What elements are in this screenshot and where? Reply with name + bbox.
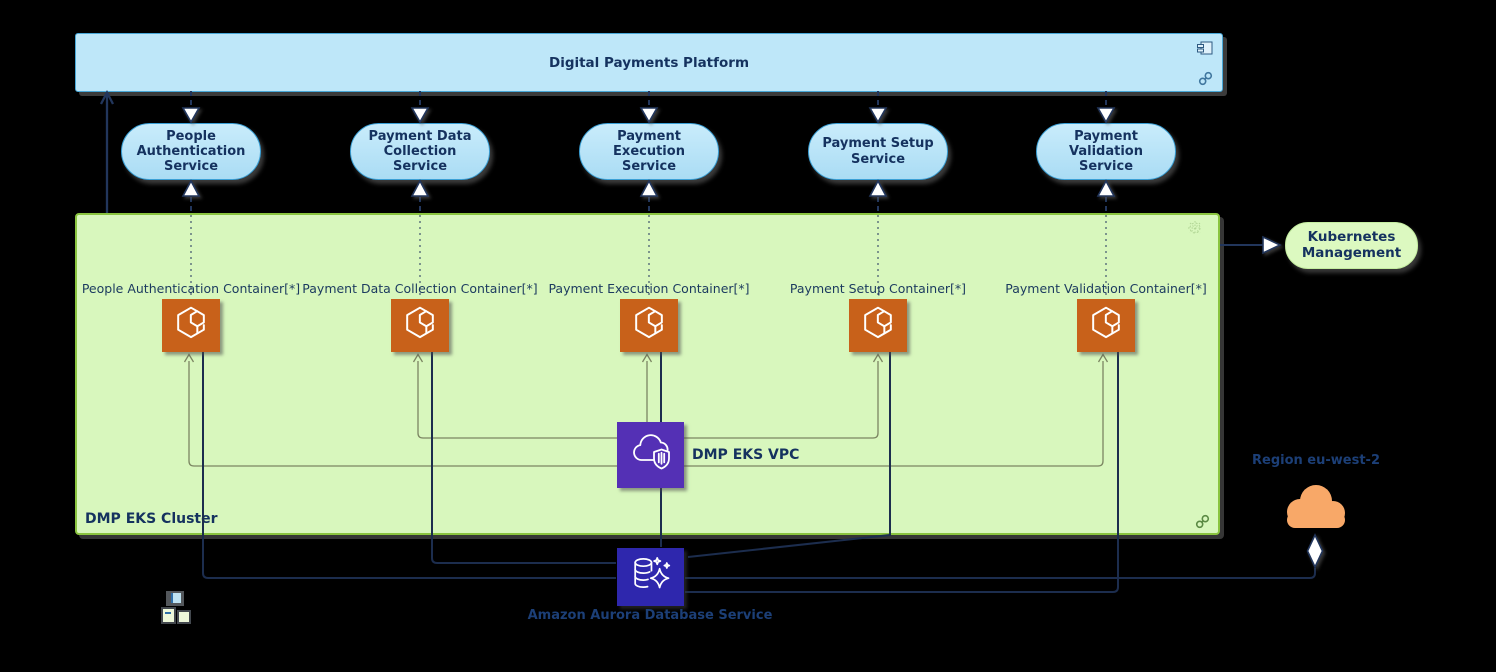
eks-hexagon-icon: [630, 305, 668, 347]
component-icon: [1196, 40, 1214, 56]
container-label: Payment Execution Container[*]: [548, 281, 750, 296]
region-label: Region eu-west-2: [1252, 453, 1380, 468]
aurora-label: Amazon Aurora Database Service: [527, 608, 773, 623]
legend-green-box: [177, 610, 191, 624]
eks-hexagon-icon: [1087, 305, 1125, 347]
node-kubernetes-management[interactable]: Kubernetes Management: [1285, 222, 1418, 269]
platform-title: Digital Payments Platform: [548, 54, 750, 71]
link-icon[interactable]: [1195, 514, 1210, 529]
container-label: Payment Validation Container[*]: [1005, 281, 1207, 296]
eks-hexagon-icon: [859, 305, 897, 347]
node-payment-validation-container[interactable]: [1077, 299, 1135, 352]
legend-dark-box: [166, 591, 184, 606]
link-icon[interactable]: [1198, 71, 1213, 86]
cluster-to-platform-arrow: [99, 90, 115, 213]
service-label: People Authentication Service: [136, 128, 246, 175]
service-label: Payment Setup Service: [822, 136, 934, 167]
aurora-edges: [202, 352, 1316, 593]
node-payment-execution-service[interactable]: Payment Execution Service: [579, 123, 719, 180]
dotted-edges: [190, 215, 1107, 298]
nodes-legend-icon[interactable]: [161, 591, 193, 629]
node-dmp-eks-vpc[interactable]: [617, 422, 684, 488]
service-label: Payment Validation Service: [1069, 128, 1143, 175]
arrowheads: [181, 107, 1324, 569]
node-region-cloud[interactable]: [1278, 477, 1354, 533]
node-payment-data-collection-container[interactable]: [391, 299, 449, 352]
k8s-label: Kubernetes Management: [1301, 228, 1402, 261]
node-payment-setup-service[interactable]: Payment Setup Service: [808, 123, 948, 180]
database-sparkle-icon: [628, 552, 674, 602]
aggregation-diamond: [1306, 533, 1324, 569]
service-label: Payment Data Collection Service: [368, 128, 472, 175]
node-people-authentication-service[interactable]: People Authentication Service: [121, 123, 261, 180]
vpc-edges: [183, 353, 1109, 467]
cloud-icon: [1278, 485, 1354, 537]
dashed-edges: [190, 91, 1107, 212]
eks-hexagon-icon: [401, 305, 439, 347]
node-people-authentication-container[interactable]: [162, 299, 220, 352]
node-payment-setup-container[interactable]: [849, 299, 907, 352]
container-label: Payment Data Collection Container[*]: [302, 281, 538, 296]
eks-hexagon-icon: [172, 305, 210, 347]
node-payment-data-collection-service[interactable]: Payment Data Collection Service: [350, 123, 490, 180]
node-payment-validation-service[interactable]: Payment Validation Service: [1036, 123, 1176, 180]
service-label: Payment Execution Service: [613, 128, 685, 175]
vpc-label: DMP EKS VPC: [692, 447, 800, 463]
node-amazon-aurora[interactable]: [617, 548, 684, 606]
cloud-shield-icon: [627, 429, 675, 481]
node-digital-payments-platform[interactable]: Digital Payments Platform: [75, 33, 1223, 92]
container-label: Payment Setup Container[*]: [789, 281, 967, 296]
legend-green-box: [161, 607, 176, 624]
node-payment-execution-container[interactable]: [620, 299, 678, 352]
snowflake-icon: [1186, 219, 1204, 237]
cluster-label: DMP EKS Cluster: [85, 511, 218, 527]
container-label: People Authentication Container[*]: [81, 281, 301, 296]
